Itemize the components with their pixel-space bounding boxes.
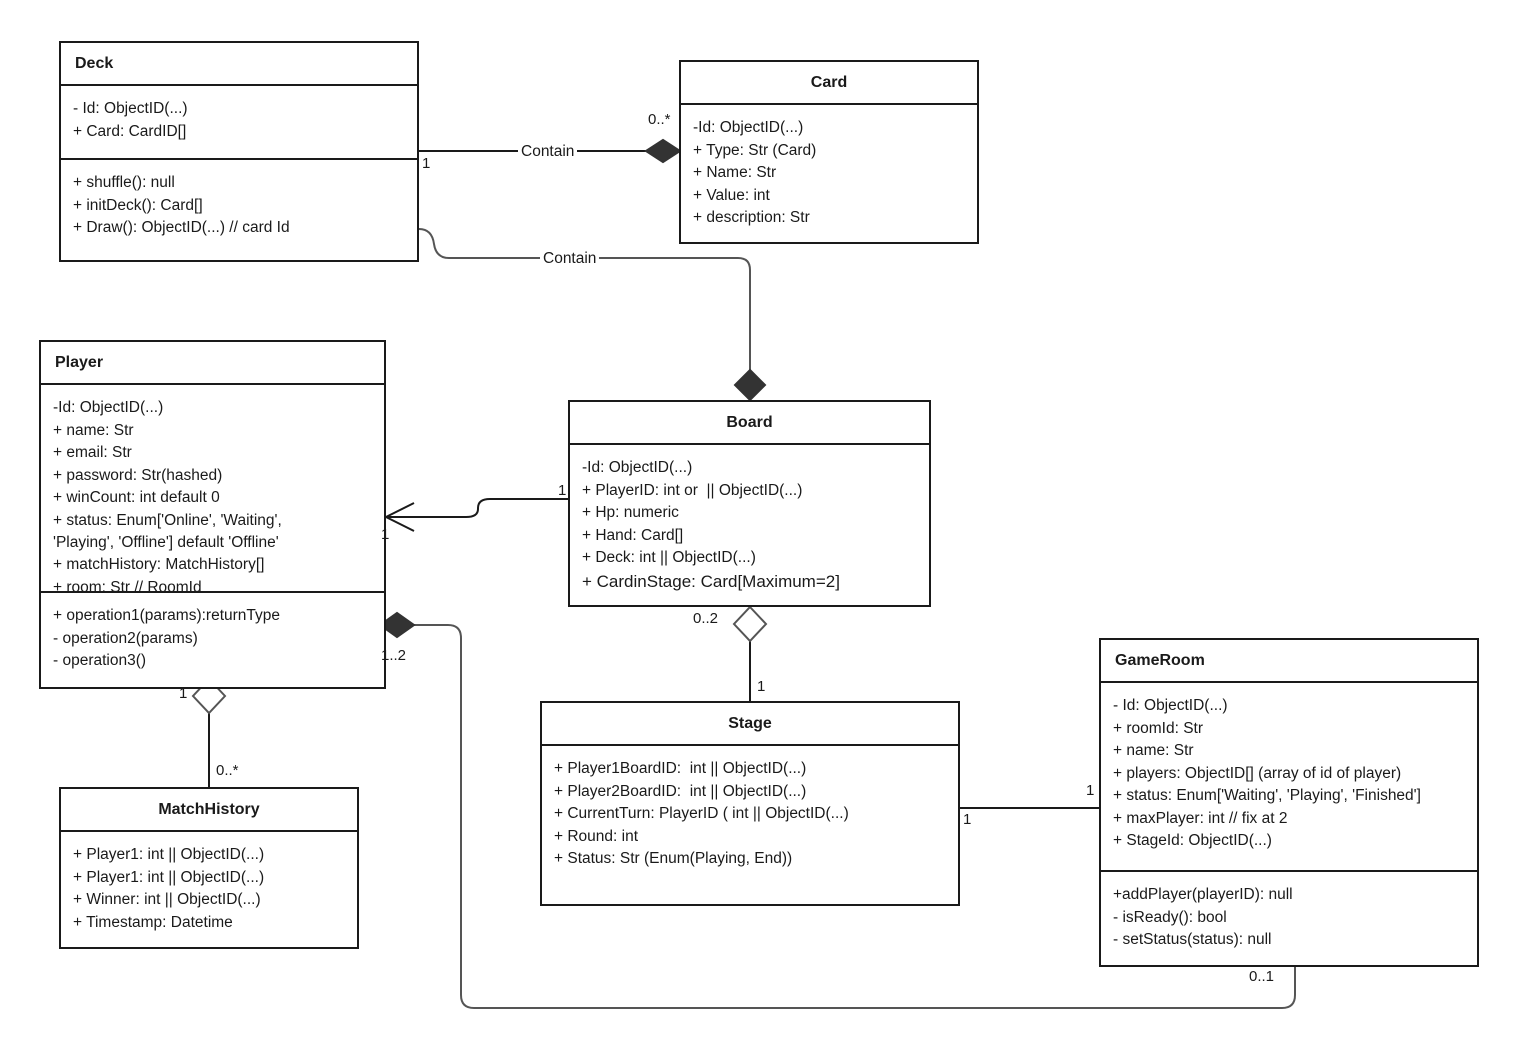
class-box-card[interactable]: Card -Id: ObjectID(...) + Type: Str (Car… — [679, 60, 979, 244]
multiplicity-player-gameroom-source: 1..2 — [381, 647, 407, 664]
attribute-row: + password: Str(hashed) — [53, 466, 223, 484]
attribute-row: + Name: Str — [693, 164, 777, 182]
attribute-row: + maxPlayer: int // fix at 2 — [1113, 809, 1288, 827]
class-attributes-board: -Id: ObjectID(...) + PlayerID: int or ||… — [570, 445, 929, 604]
class-attributes-gameroom: - Id: ObjectID(...) + roomId: Str + name… — [1101, 683, 1477, 870]
class-attributes-deck: - Id: ObjectID(...) + Card: CardID[] — [61, 86, 417, 158]
class-title-gameroom: GameRoom — [1101, 640, 1477, 684]
attribute-row: -Id: ObjectID(...) — [693, 119, 804, 137]
attribute-row: + StageId: ObjectID(...) — [1113, 832, 1272, 849]
attribute-row: + Value: int — [693, 186, 770, 204]
attribute-row: + Type: Str (Card) — [693, 141, 817, 159]
attribute-row: + CardinStage: Card[Maximum=2] — [582, 571, 840, 591]
attribute-row: + name: Str — [53, 421, 134, 439]
operation-row: + Draw(): ObjectID(...) // card Id — [73, 219, 290, 237]
class-box-player[interactable]: Player -Id: ObjectID(...) + name: Str + … — [39, 340, 386, 689]
attribute-row: + Hp: numeric — [582, 504, 679, 522]
attribute-row: + Hand: Card[] — [582, 526, 684, 544]
operation-row: - operation3() — [53, 652, 147, 670]
attribute-row: + CurrentTurn: PlayerID ( int || ObjectI… — [554, 805, 849, 823]
class-attributes-matchhistory: + Player1: int || ObjectID(...) + Player… — [61, 832, 357, 944]
class-operations-deck: + shuffle(): null + initDeck(): Card[] +… — [61, 158, 417, 249]
attribute-row: + Player1: int || ObjectID(...) — [73, 868, 265, 886]
attribute-row: -Id: ObjectID(...) — [582, 459, 693, 477]
connector-board-player — [385, 498, 568, 532]
operation-row: + initDeck(): Card[] — [73, 196, 203, 214]
edge-label-deck-card: Contain — [518, 143, 578, 161]
multiplicity-deck-card-target: 0..* — [648, 111, 671, 128]
attribute-row: + room: Str // RoomId — [53, 578, 202, 596]
attribute-row: + status: Enum['Online', 'Waiting', 'Pla… — [53, 511, 282, 551]
attribute-row: -Id: ObjectID(...) — [53, 399, 164, 417]
attribute-row: + Round: int — [554, 827, 639, 845]
class-box-matchhistory[interactable]: MatchHistory + Player1: int || ObjectID(… — [59, 787, 359, 949]
edge-label-deck-board: Contain — [540, 250, 600, 268]
attribute-row: + Deck: int || ObjectID(...) — [582, 549, 756, 567]
class-attributes-stage: + Player1BoardID: int || ObjectID(...) +… — [542, 746, 958, 880]
attribute-row: + Winner: int || ObjectID(...) — [73, 891, 261, 909]
class-attributes-card: -Id: ObjectID(...) + Type: Str (Card) + … — [681, 105, 977, 239]
operation-row: - setStatus(status): null — [1113, 931, 1272, 949]
attribute-row: + PlayerID: int or || ObjectID(...) — [582, 481, 803, 499]
multiplicity-player-gameroom-target: 0..1 — [1249, 968, 1275, 985]
multiplicity-board-stage-target: 1 — [757, 678, 766, 695]
class-box-stage[interactable]: Stage + Player1BoardID: int || ObjectID(… — [540, 701, 960, 906]
multiplicity-board-player-target: 1 — [381, 526, 390, 543]
class-box-deck[interactable]: Deck - Id: ObjectID(...) + Card: CardID[… — [59, 41, 419, 262]
operation-row: + shuffle(): null — [73, 174, 175, 192]
multiplicity-player-matchhistory-target: 0..* — [216, 762, 239, 779]
attribute-row: + Status: Str (Enum(Playing, End)) — [554, 850, 793, 868]
attribute-row: + name: Str — [1113, 742, 1194, 760]
attribute-row: + players: ObjectID[] (array of id of pl… — [1113, 764, 1402, 782]
class-title-stage: Stage — [542, 703, 958, 747]
attribute-row: - Id: ObjectID(...) — [1113, 697, 1228, 715]
class-box-board[interactable]: Board -Id: ObjectID(...) + PlayerID: int… — [568, 400, 931, 607]
multiplicity-board-player-source: 1 — [558, 482, 567, 499]
attribute-row: + description: Str — [693, 209, 810, 227]
class-title-board: Board — [570, 402, 929, 446]
attribute-row: + Player2BoardID: int || ObjectID(...) — [554, 782, 807, 800]
attribute-row: + Player1BoardID: int || ObjectID(...) — [554, 760, 807, 778]
class-title-card: Card — [681, 62, 977, 106]
operation-row: - operation2(params) — [53, 629, 198, 647]
operation-row: - isReady(): bool — [1113, 908, 1227, 926]
attribute-row: + Timestamp: Datetime — [73, 913, 233, 931]
class-attributes-player: -Id: ObjectID(...) + name: Str + email: … — [41, 385, 384, 596]
attribute-row: + Player1: int || ObjectID(...) — [73, 846, 265, 864]
class-operations-player: + operation1(params):returnType - operat… — [41, 591, 384, 682]
multiplicity-player-matchhistory-source: 1 — [179, 685, 188, 702]
attribute-row: - Id: ObjectID(...) — [73, 100, 188, 118]
attribute-row: + status: Enum['Waiting', 'Playing', 'Fi… — [1113, 787, 1421, 805]
attribute-row: + winCount: int default 0 — [53, 489, 220, 507]
operation-row: + operation1(params):returnType — [53, 607, 281, 625]
multiplicity-stage-gameroom-source: 1 — [963, 811, 972, 828]
class-title-player: Player — [41, 342, 384, 386]
attribute-row: + Card: CardID[] — [73, 122, 187, 140]
class-title-deck: Deck — [61, 43, 417, 87]
operation-row: +addPlayer(playerID): null — [1113, 886, 1293, 904]
attribute-row: + roomId: Str — [1113, 719, 1204, 737]
multiplicity-stage-gameroom-target: 1 — [1086, 782, 1095, 799]
attribute-row: + email: Str — [53, 444, 132, 462]
class-title-matchhistory: MatchHistory — [61, 789, 357, 833]
attribute-row: + matchHistory: MatchHistory[] — [53, 556, 265, 574]
class-operations-gameroom: +addPlayer(playerID): null - isReady(): … — [1101, 870, 1477, 961]
multiplicity-board-stage-source: 0..2 — [693, 610, 719, 627]
class-box-gameroom[interactable]: GameRoom - Id: ObjectID(...) + roomId: S… — [1099, 638, 1479, 967]
multiplicity-deck-card-source: 1 — [422, 155, 431, 172]
